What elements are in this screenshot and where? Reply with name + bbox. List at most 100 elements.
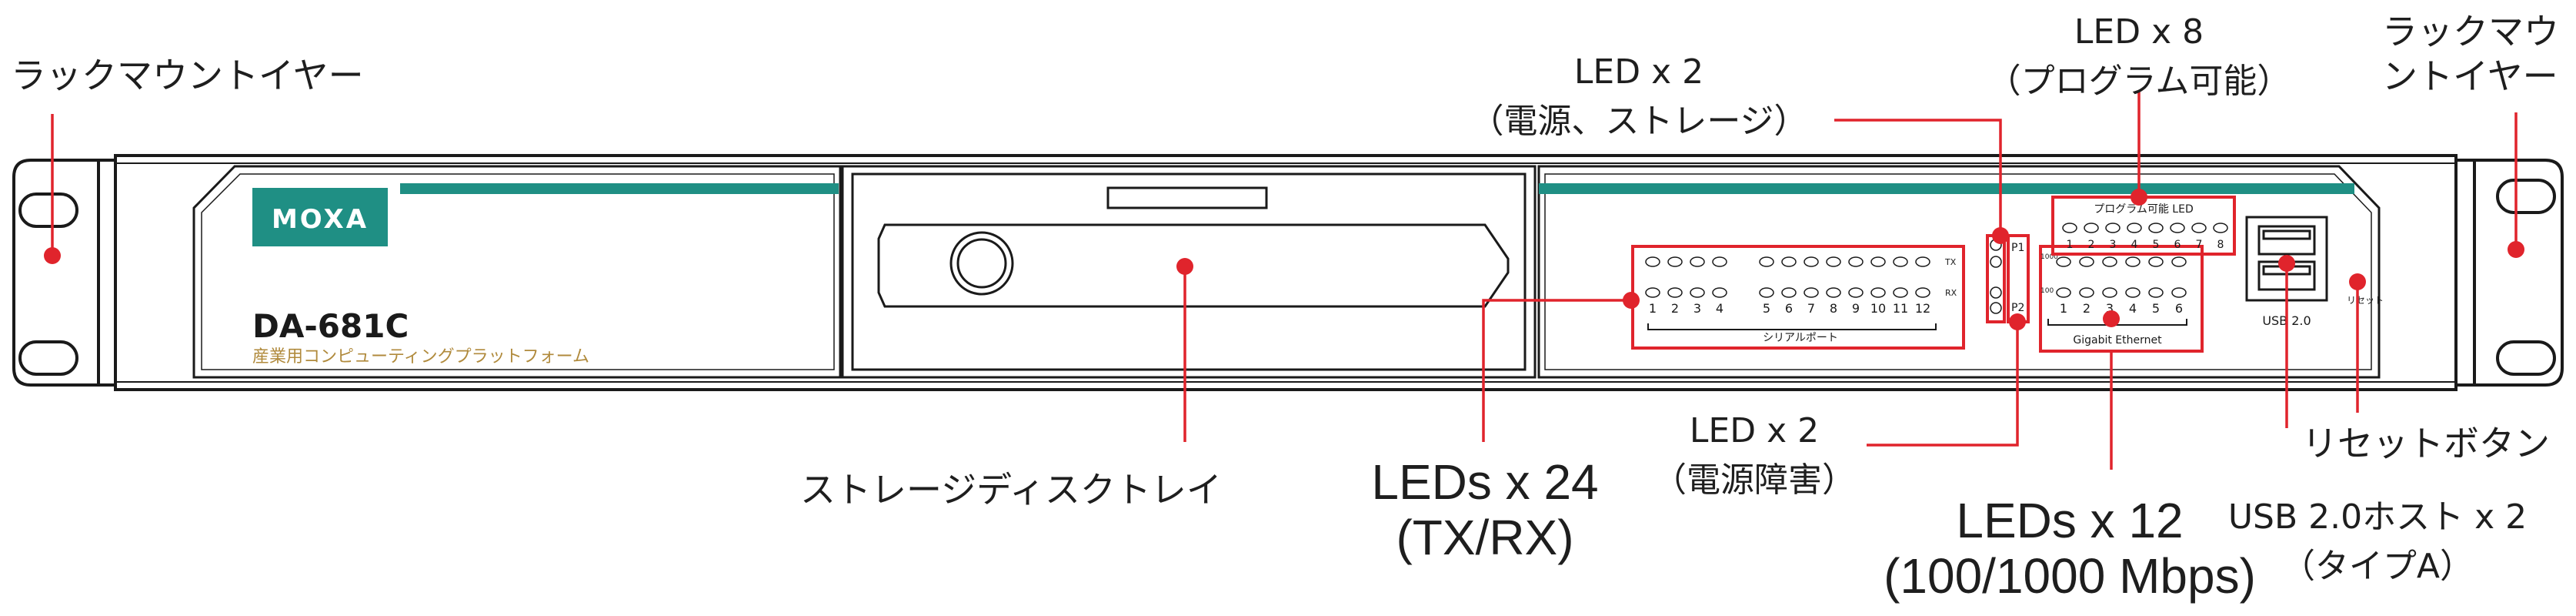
ethernet-1000-led [2125,256,2141,267]
callout-fault-led: LED x 2 （電源障害） [1639,407,1870,505]
ethernet-port-number: 1 [2060,301,2067,316]
serial-port-number: 2 [1671,301,1679,316]
serial-port-number: 5 [1763,301,1770,316]
programmable-led-number: 4 [2131,239,2138,251]
callout-eth-leds-line2: (100/1000 Mbps) [1884,548,2256,604]
ethernet-port-number: 6 [2175,301,2183,316]
callout-usb: USB 2.0ホスト x 2 （タイプA） [2208,493,2547,591]
programmable-led [2127,223,2142,233]
programmable-led-number: 8 [2217,239,2224,251]
serial-port-number: 1 [1649,301,1657,316]
serial-port-number: 8 [1830,301,1837,316]
callout-serial-leds: LEDs x 24 (TX/RX) [1323,454,1647,565]
ethernet-1000-led [2148,256,2164,267]
serial-rx-led [1893,287,1908,298]
programmable-led [2148,223,2164,233]
programmable-led-number: 6 [2174,239,2181,251]
callout-leader-lines [51,91,2518,470]
ethernet-port-number: 4 [2129,301,2137,316]
programmable-led-number: 1 [2067,239,2074,251]
serial-tx-led [1667,256,1683,267]
serial-rx-led [1690,287,1705,298]
serial-rx-led [1667,287,1683,298]
rack-ear-left [12,159,117,387]
teal-stripe-left [400,183,839,194]
serial-tx-led [1893,256,1908,267]
ethernet-100-led [2102,287,2117,298]
ethernet-caption: Gigabit Ethernet [2073,334,2162,346]
serial-rx-led [1870,287,1886,298]
callout-usb-line2: （タイプA） [2281,547,2474,586]
serial-port-number: 10 [1870,301,1886,316]
callout-power-led-line2: （電源、ストレージ） [1470,102,1808,141]
serial-port-number: 7 [1807,301,1815,316]
programmable-led-number: 5 [2153,239,2160,251]
callout-power-led-line1: LED x 2 [1573,52,1704,92]
svg-text:MOXA: MOXA [272,204,369,235]
chassis-frame [114,154,2458,391]
callout-prog-led-line1: LED x 8 [2074,12,2204,52]
callout-power-led: LED x 2 （電源、ストレージ） [1446,48,1831,146]
programmable-led [2170,223,2185,233]
callout-usb-line1: USB 2.0ホスト x 2 [2227,497,2528,537]
speed-1000-label: 1000 [2040,253,2058,261]
ethernet-100-led [2079,287,2094,298]
teal-stripe-right [1539,183,2354,194]
serial-tx-led [1712,256,1727,267]
reset-caption: リセット [2347,295,2384,306]
programmable-led-number: 3 [2110,239,2117,251]
programmable-led [2191,223,2207,233]
programmable-led-group: 1 2 3 4 5 6 7 8 [2062,223,2228,251]
ethernet-port-number: 3 [2106,301,2114,316]
serial-rx-led [1645,287,1660,298]
serial-rx-led [1759,287,1774,298]
serial-port-number: 11 [1893,301,1908,316]
serial-rx-led [1781,287,1797,298]
p1-label: P1 [2011,242,2024,254]
callout-dots [44,189,2524,330]
serial-caption: シリアルポート [1763,332,1838,344]
callout-fault-led-line2: （電源障害） [1653,460,1856,500]
speed-100-label: 100 [2040,287,2054,295]
ethernet-100-led [2171,287,2187,298]
ethernet-1000-led [2079,256,2094,267]
moxa-logo: MOXA [252,188,388,246]
ethernet-led-box [2039,245,2204,353]
programmable-led-number: 2 [2088,239,2095,251]
ethernet-1000-led [2171,256,2187,267]
ethernet-port-number: 5 [2152,301,2160,316]
callout-prog-led-line2: （プログラム可能） [1987,62,2291,101]
programmable-led [2213,223,2228,233]
serial-rx-led [1848,287,1864,298]
serial-tx-led [1915,256,1930,267]
callout-serial-leds-line1: LEDs x 24 [1371,454,1599,510]
serial-tx-led [1804,256,1819,267]
model-subtitle: 産業用コンピューティングプラットフォーム [252,347,589,367]
programmable-led-caption: プログラム可能 LED [2094,203,2193,216]
tx-label: TX [1944,257,1957,267]
model-name: DA-681C [252,307,409,345]
callout-storage-tray: ストレージディスクトレイ [800,469,1222,511]
callout-eth-leds: LEDs x 12 (100/1000 Mbps) [1847,493,2293,604]
serial-rx-led [1712,287,1727,298]
programmable-led-number: 7 [2196,239,2203,251]
serial-port-number: 4 [1716,301,1723,316]
ethernet-1000-led [2102,256,2117,267]
serial-tx-led [1870,256,1886,267]
serial-rx-led [1826,287,1841,298]
serial-tx-led [1690,256,1705,267]
callout-prog-led: LED x 8 （プログラム可能） [1970,8,2308,106]
serial-rx-led [1915,287,1930,298]
serial-port-number: 3 [1693,301,1701,316]
serial-tx-led [1781,256,1797,267]
ethernet-100-led [2056,287,2071,298]
ethernet-100-led [2125,287,2141,298]
programmable-led [2105,223,2121,233]
callout-ear-right-line1: ラックマウ [2382,11,2559,52]
callout-eth-leds-line1: LEDs x 12 [1956,493,2184,548]
callout-ear-left: ラックマウントイヤー [11,55,364,96]
ethernet-port-number: 2 [2083,301,2090,316]
